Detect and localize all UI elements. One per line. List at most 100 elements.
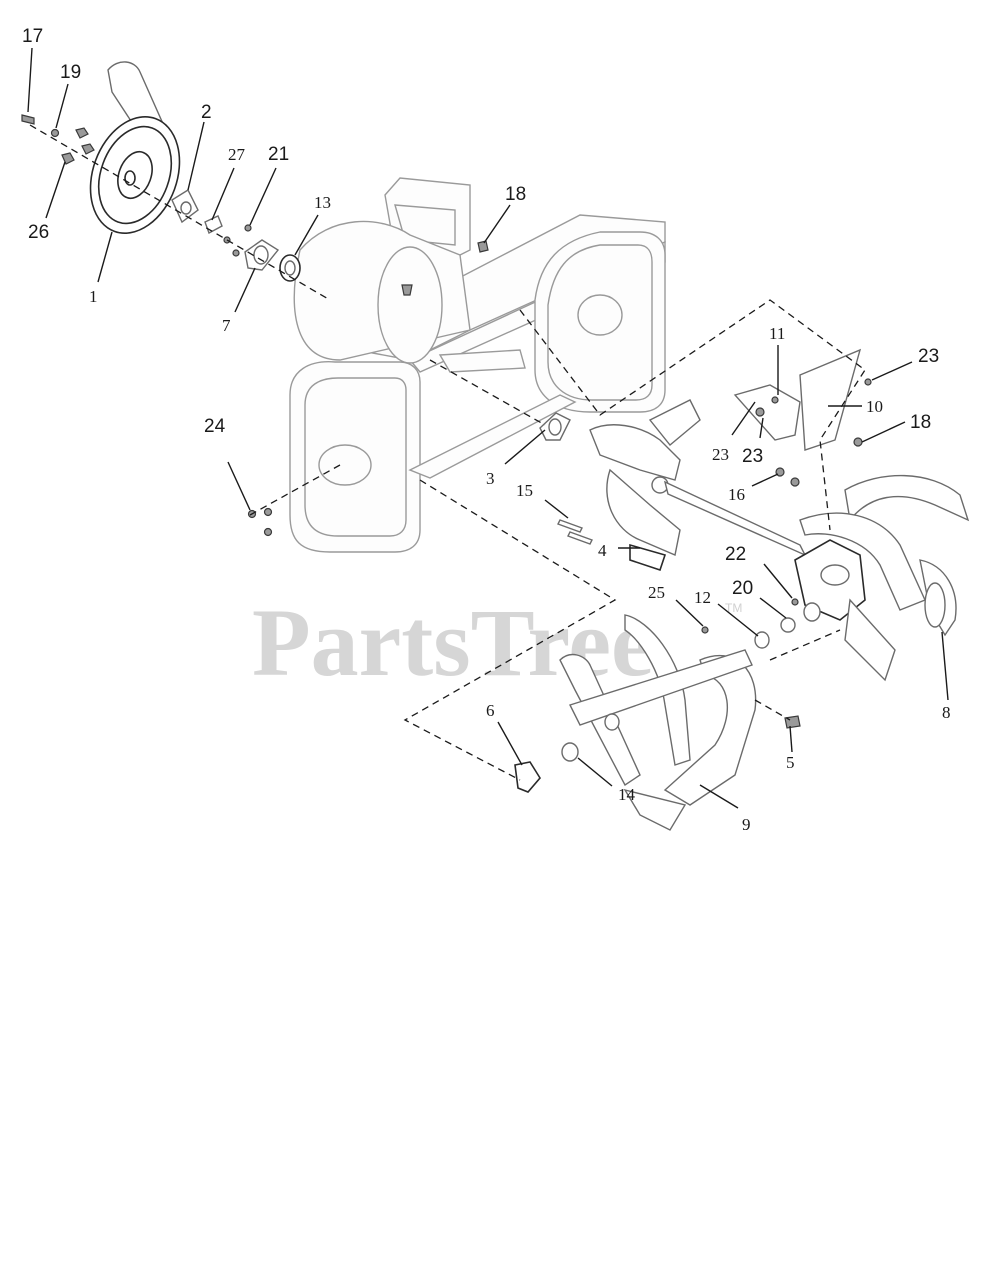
washer-20 <box>780 617 796 633</box>
callout-4: 4 <box>598 541 607 560</box>
callout-22: 22 <box>725 544 746 565</box>
left-auger <box>514 614 801 831</box>
screw-25 <box>701 626 709 634</box>
nut-21 <box>244 224 252 232</box>
left-bolt-axis-line <box>249 464 341 516</box>
carriage-bolt <box>401 284 413 296</box>
housing-inner-bracket <box>438 349 526 373</box>
auger-pulley-bore <box>124 170 136 186</box>
shear-pin-15a <box>557 519 583 533</box>
nut-26 <box>61 152 75 165</box>
leader-12 <box>717 603 759 637</box>
callout-3: 3 <box>486 469 495 488</box>
right-auger-end-disc <box>924 582 946 628</box>
leader-23-right <box>871 361 913 381</box>
left-auger-explosion-box <box>403 479 617 781</box>
bolt-23c <box>864 378 872 386</box>
leader-21 <box>249 167 277 226</box>
callout-18-right: 18 <box>910 412 931 433</box>
callout-11: 11 <box>769 324 785 343</box>
callout-8: 8 <box>942 703 951 722</box>
callout-21: 21 <box>268 144 289 165</box>
leader-16 <box>751 473 779 487</box>
impeller-axis-line <box>429 359 546 426</box>
auger-housing <box>289 177 666 553</box>
callout-6: 6 <box>486 701 495 720</box>
bolt-24c <box>263 527 273 537</box>
left-side-bearing-hole <box>318 444 372 486</box>
housing-hardware <box>247 240 571 537</box>
leader-3 <box>504 429 546 465</box>
gearbox-bracket <box>733 348 872 487</box>
nut-18 <box>853 437 863 447</box>
leader-22 <box>763 563 793 599</box>
impeller-paddle-upper <box>648 399 701 446</box>
leader-27 <box>211 167 235 221</box>
callout-23-mid: 23 <box>742 446 763 467</box>
gearbox-explosion-line <box>769 629 841 661</box>
nut-23a <box>755 407 765 417</box>
leader-19 <box>55 83 69 129</box>
callout-10: 10 <box>866 397 883 416</box>
right-auger-flight-low <box>844 598 896 682</box>
bracket-11 <box>733 384 801 441</box>
left-auger-flight-tip <box>623 788 687 831</box>
bearing-flange-3-bore <box>548 418 562 436</box>
left-auger-tube-end <box>604 713 620 731</box>
callout-19: 19 <box>60 62 81 83</box>
leader-8 <box>941 631 949 701</box>
callout-7: 7 <box>222 316 231 335</box>
callout-13: 13 <box>314 193 331 212</box>
gearbox-cover <box>820 564 850 586</box>
left-auger-flight-upper <box>624 614 691 766</box>
leader-26 <box>45 161 66 219</box>
leader-6 <box>497 721 523 766</box>
bolt-5-axis-line <box>754 699 791 721</box>
callout-2: 2 <box>201 102 212 123</box>
leader-1 <box>97 231 113 283</box>
leader-2 <box>187 121 205 191</box>
bushing-14 <box>561 742 579 762</box>
bolt-17 <box>21 114 35 125</box>
leader-14 <box>577 757 613 787</box>
impeller-paddle-lower <box>606 468 681 556</box>
bushing-12 <box>754 631 770 649</box>
leader-25 <box>675 599 704 627</box>
shear-pin-15b <box>567 531 593 545</box>
watermark-trademark: TM <box>725 601 742 615</box>
nut-19a <box>75 127 89 139</box>
bolt-18-top <box>477 240 489 253</box>
callout-27: 27 <box>228 145 246 164</box>
right-auger-flight-top <box>844 474 970 522</box>
bearing-flange-2-bore <box>180 201 192 215</box>
callout-14: 14 <box>618 785 636 804</box>
bracket-10 <box>799 348 862 451</box>
callout-20: 20 <box>732 578 753 599</box>
leader-18-top <box>483 204 511 244</box>
callout-5: 5 <box>786 753 795 772</box>
callout-labels: 17 19 2 27 21 13 26 1 7 18 11 23 10 23 2… <box>22 26 951 834</box>
leader-15 <box>544 499 569 519</box>
leader-24 <box>227 461 251 511</box>
nut-small-b <box>232 249 240 257</box>
callout-18-top: 18 <box>505 184 526 205</box>
leader-17 <box>27 47 33 113</box>
right-side-bearing-hole <box>577 294 623 336</box>
flange-plate-7-bore <box>253 245 269 265</box>
right-auger-flight-mid <box>799 512 926 611</box>
spacer-27 <box>204 215 223 235</box>
leader-23-mid <box>759 417 764 439</box>
housing-drum-end <box>377 246 443 364</box>
bolt-22 <box>791 598 799 606</box>
impeller-paddle-top <box>589 424 681 481</box>
callout-9: 9 <box>742 815 751 834</box>
cap-6 <box>514 761 541 793</box>
bracket-explosion-box <box>519 299 866 531</box>
callout-15: 15 <box>516 481 533 500</box>
leader-23-left <box>731 401 756 436</box>
impeller-assembly <box>557 399 807 572</box>
leader-9 <box>699 784 739 809</box>
gearbox-right-auger <box>780 474 970 682</box>
leader-18-right <box>861 421 906 443</box>
